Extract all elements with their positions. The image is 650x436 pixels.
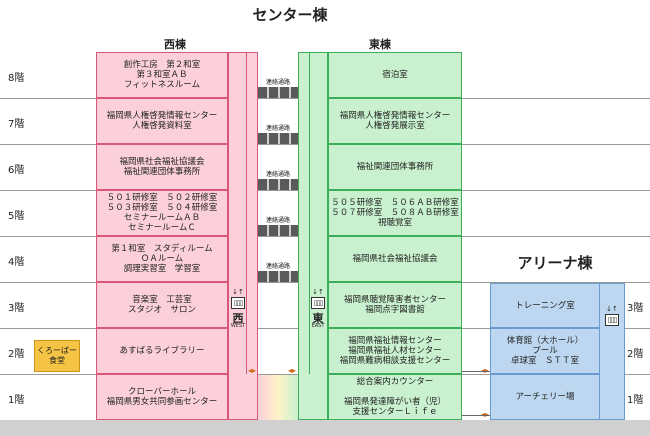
floor-label-1: 1階	[8, 395, 25, 406]
floor-label-7: 7階	[8, 119, 25, 130]
east-room-8f: 宿泊室	[328, 52, 462, 98]
connection-arrow: ◂▸	[481, 366, 489, 375]
arena-building-title: アリーナ棟	[517, 254, 593, 272]
arena-room-1f: アーチェリー場	[490, 374, 600, 420]
corridor-label-7f: 連絡通路	[265, 125, 290, 132]
east-building-title: 東棟	[369, 38, 391, 51]
ground	[0, 420, 650, 436]
floor-label-3: 3階	[8, 303, 25, 314]
floor-label-6: 6階	[8, 165, 25, 176]
west-elevator-arrows: ↓↑	[232, 288, 244, 296]
center-building-title: センター棟	[252, 6, 328, 24]
arena-floor-label-1: 1階	[627, 395, 644, 406]
floor-label-8: 8階	[8, 73, 25, 84]
corridor-4f	[258, 271, 298, 282]
east-room-7f: 福岡県人権啓発情報センター 人権啓発展示室	[328, 98, 462, 144]
connection-arrow: ◂▸	[248, 366, 257, 375]
cafeteria: くろーばー 食堂	[34, 340, 80, 372]
corridor-8f	[258, 87, 298, 98]
east-core	[298, 52, 328, 420]
connection-line-1f	[462, 415, 490, 416]
west-building-title: 西棟	[164, 38, 186, 51]
arena-room-2f: 体育館（大ホール） プール 卓球室 ＳＴＴ室	[490, 328, 600, 374]
arena-floor-label-3: 3階	[627, 303, 644, 314]
west-room-5f: ５０１研修室 ５０２研修室 ５０３研修室 ５０４研修室 セミナールームＡＢ セミ…	[96, 190, 228, 236]
east-room-2f: 福岡県福祉情報センター 福岡県福祉人材センター 福岡県難病相談支援センター	[328, 328, 462, 374]
west-room-8f: 創作工房 第２和室 第３和室ＡＢ フィットネスルーム	[96, 52, 228, 98]
west-core-divider	[246, 52, 247, 374]
connection-arrow: ◂▸	[288, 366, 297, 375]
corridor-5f	[258, 225, 298, 236]
connection-arrow: ◂▸	[481, 410, 489, 419]
east-room-1f: 総合案内カウンター 福岡県発達障がい者（児） 支援センターＬｉｆｅ	[328, 374, 462, 420]
east-elevator-arrows: ↓↑	[312, 288, 324, 296]
arena-elevator-icon: ▯▯▯	[605, 314, 619, 326]
east-room-6f: 福祉関連団体事務所	[328, 144, 462, 190]
corridor-label-6f: 連絡通路	[265, 171, 290, 178]
west-room-4f: 第１和室 スタディルーム ＯＡルーム 調理実習室 学習室	[96, 236, 228, 282]
east-elevator-icon: ▯▯▯	[311, 297, 325, 309]
east-core-divider	[309, 52, 310, 374]
east-room-3f: 福岡県聴覚障害者センター 福岡点字図書館	[328, 282, 462, 328]
east-room-5f: ５０５研修室 ５０６ＡＢ研修室 ５０７研修室 ５０８ＡＢ研修室 視聴覚室	[328, 190, 462, 236]
west-core	[228, 52, 258, 420]
corridor-7f	[258, 133, 298, 144]
west-marker: 西	[232, 312, 244, 325]
west-room-7f: 福岡県人権啓発情報センター 人権啓発資料室	[96, 98, 228, 144]
arena-elevator-arrows: ↓↑	[606, 305, 618, 313]
west-room-3f: 音楽室 工芸室 スタジオ サロン	[96, 282, 228, 328]
floor-label-4: 4階	[8, 257, 25, 268]
east-marker-label: EAST	[311, 323, 325, 329]
floor-label-5: 5階	[8, 211, 25, 222]
east-marker: 東	[312, 312, 324, 325]
corridor-label-5f: 連絡通路	[265, 217, 290, 224]
east-room-4f: 福岡県社会福祉協議会	[328, 236, 462, 282]
corridor-label-8f: 連絡通路	[265, 79, 290, 86]
west-room-1f: クローバーホール 福岡県男女共同参画センター	[96, 374, 228, 420]
corridor-label-4f: 連絡通路	[265, 263, 290, 270]
atrium-1f	[258, 375, 298, 420]
arena-floor-label-2: 2階	[627, 349, 644, 360]
west-marker-label: WEST	[230, 323, 246, 329]
west-elevator-icon: ▯▯▯	[231, 297, 245, 309]
arena-room-3f: トレーニング室	[490, 283, 600, 328]
corridor-6f	[258, 179, 298, 190]
connection-line-2f	[462, 371, 490, 372]
floor-label-2: 2階	[8, 349, 25, 360]
west-room-2f: あすばるライブラリー	[96, 328, 228, 374]
west-room-6f: 福岡県社会福祉協議会 福祉関連団体事務所	[96, 144, 228, 190]
